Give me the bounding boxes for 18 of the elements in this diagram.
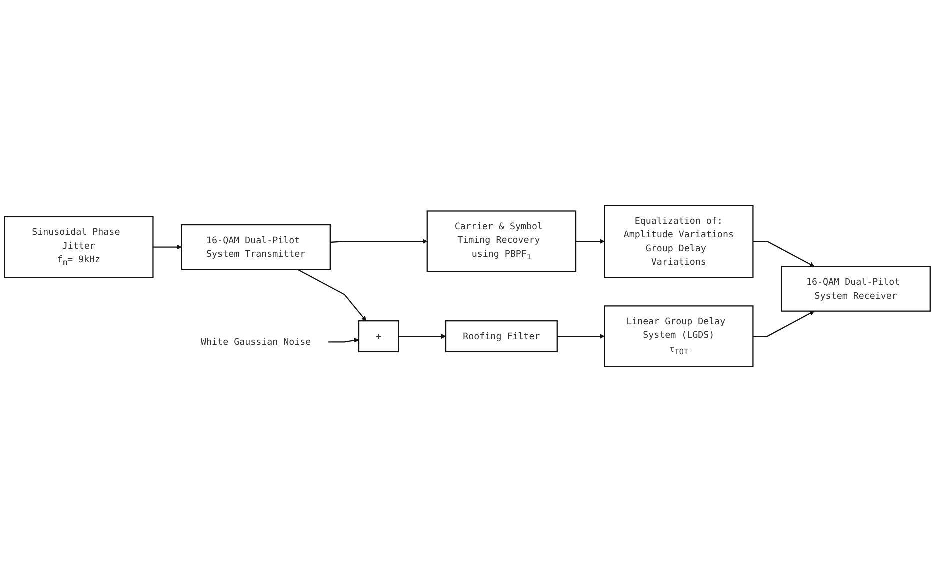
node-box: 16-QAM Dual-Pilot System Receiver	[781, 266, 931, 312]
node-box: Equalization of: Amplitude Variations Group Delay Variations	[604, 205, 754, 278]
arrow	[398, 334, 446, 340]
arrow	[753, 241, 815, 268]
node-box: Roofing Filter	[445, 320, 558, 353]
node-box: Linear Group Delay System (LGDS) τ$_{TOT}$	[604, 306, 754, 368]
arrow	[330, 239, 428, 244]
arrow	[557, 334, 605, 340]
arrow	[328, 338, 360, 344]
arrow	[576, 239, 605, 244]
node-box: Sinusoidal Phase Jitter f$_{m}$= 9kHz	[4, 216, 154, 278]
arrow	[297, 269, 366, 322]
node-box: Carrier & Symbol Timing Recovery using PBPF$_{1}$	[426, 210, 577, 273]
node-box: 16-QAM Dual-Pilot System Transmitter	[181, 224, 331, 270]
node-box: +	[358, 320, 400, 353]
arrow	[753, 311, 815, 338]
node-text: White Gaussian Noise	[201, 336, 312, 348]
arrow	[153, 245, 182, 250]
